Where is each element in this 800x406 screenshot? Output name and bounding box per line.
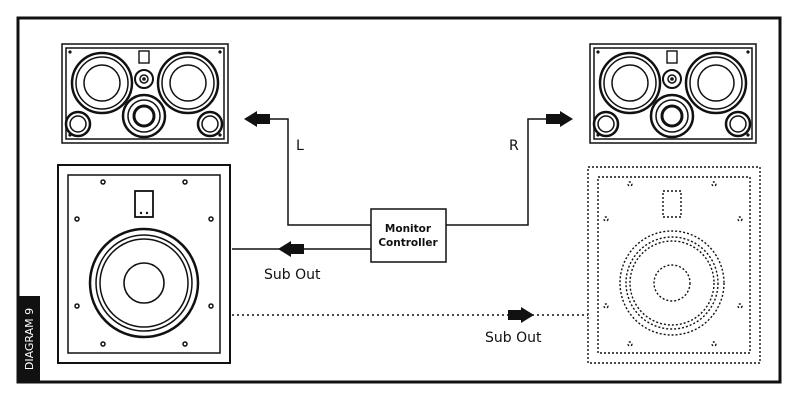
left-channel-label: L [296, 138, 304, 154]
left-subwoofer [57, 164, 231, 364]
controller-label-line2: Controller [378, 237, 438, 249]
right-channel-cable [446, 118, 560, 226]
right-channel-label: R [509, 138, 519, 154]
right-main-monitor [589, 43, 757, 144]
left-main-monitor [61, 43, 229, 144]
sub-out-label-left: Sub Out [264, 267, 321, 283]
diagram-frame [16, 16, 782, 384]
monitor-controller: Monitor Controller [370, 208, 447, 263]
right-subwoofer-optional [587, 166, 761, 364]
diagram-tag-label: DIAGRAM 9 [23, 308, 36, 370]
sub-out-arrow-left [278, 241, 304, 257]
right-channel-arrow [546, 111, 573, 127]
left-channel-arrow [244, 111, 270, 127]
sub-out-arrow-right [508, 307, 534, 323]
sub-out-label-right: Sub Out [485, 330, 542, 346]
controller-label-line1: Monitor [385, 223, 432, 235]
diagram-tag: DIAGRAM 9 [18, 296, 40, 382]
left-channel-cable [254, 118, 371, 226]
